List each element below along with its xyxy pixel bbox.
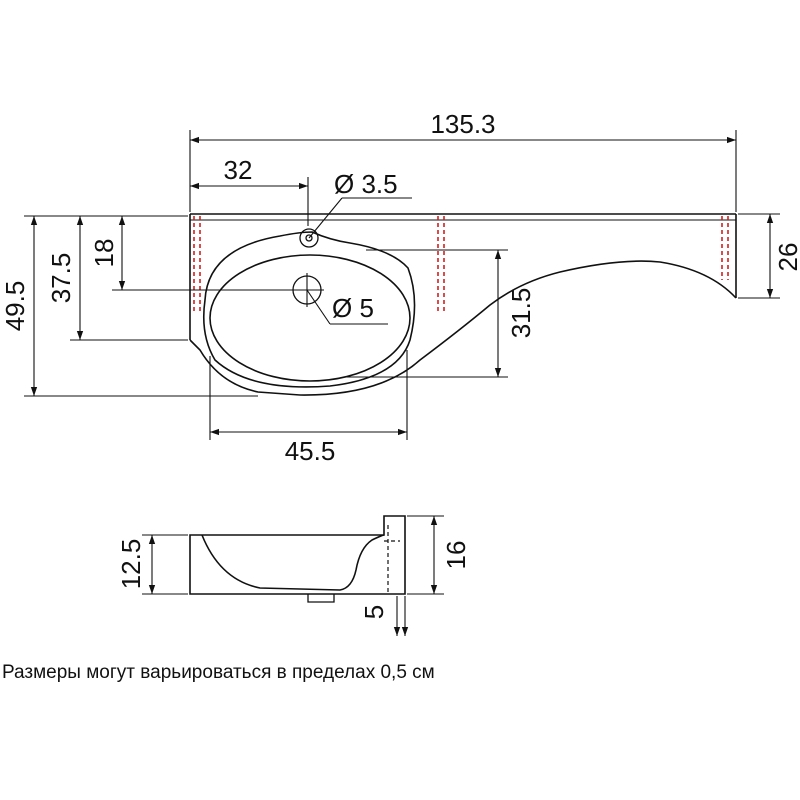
dim-bowl-width: 45.5 bbox=[209, 350, 408, 466]
dim-total-depth: 49.5 bbox=[0, 215, 258, 397]
dim-tap-from-back: 18 bbox=[89, 216, 290, 291]
top-view bbox=[189, 213, 737, 396]
side-view bbox=[189, 515, 406, 603]
dim-bowl-width-label: 45.5 bbox=[285, 436, 336, 466]
dim-depth-left: 37.5 bbox=[46, 216, 188, 341]
dim-depth-left-label: 37.5 bbox=[46, 253, 76, 304]
dim-tap-offset-label: 32 bbox=[224, 155, 253, 185]
dim-drain-drop: 5 bbox=[359, 596, 409, 636]
dim-tap-offset: 32 bbox=[190, 155, 309, 226]
dim-total-width: 135.3 bbox=[189, 109, 737, 212]
tap-hole bbox=[299, 228, 319, 248]
dim-overall-height-label: 16 bbox=[441, 541, 471, 570]
side-drain bbox=[307, 594, 335, 603]
dim-right-depth: 26 bbox=[738, 213, 800, 299]
dim-tap-hole-label: Ø 3.5 bbox=[334, 169, 398, 199]
dim-drain-hole: Ø 5 bbox=[306, 289, 388, 325]
side-bowl-profile bbox=[201, 534, 385, 591]
dim-tap-hole: Ø 3.5 bbox=[308, 169, 412, 239]
dim-side-height: 12.5 bbox=[116, 534, 188, 595]
tolerance-note: Размеры могут варьироваться в пределах 0… bbox=[2, 662, 435, 683]
dim-overall-height: 16 bbox=[407, 515, 471, 595]
front-contour bbox=[189, 260, 737, 396]
dim-drain-drop-label: 5 bbox=[359, 605, 389, 619]
dim-total-width-label: 135.3 bbox=[430, 109, 495, 139]
dim-side-height-label: 12.5 bbox=[116, 539, 146, 590]
dim-bowl-depth: 31.5 bbox=[344, 249, 536, 378]
dim-bowl-depth-label: 31.5 bbox=[506, 288, 536, 339]
bowl-inner bbox=[209, 254, 411, 382]
dim-total-depth-label: 49.5 bbox=[0, 281, 30, 332]
dim-tap-from-back-label: 18 bbox=[89, 239, 119, 268]
side-outer bbox=[189, 515, 406, 595]
bowl-outer-rim bbox=[202, 231, 416, 388]
dim-right-depth-label: 26 bbox=[773, 243, 800, 272]
tap-hole-center bbox=[305, 234, 313, 242]
dim-drain-hole-label: Ø 5 bbox=[332, 293, 374, 323]
